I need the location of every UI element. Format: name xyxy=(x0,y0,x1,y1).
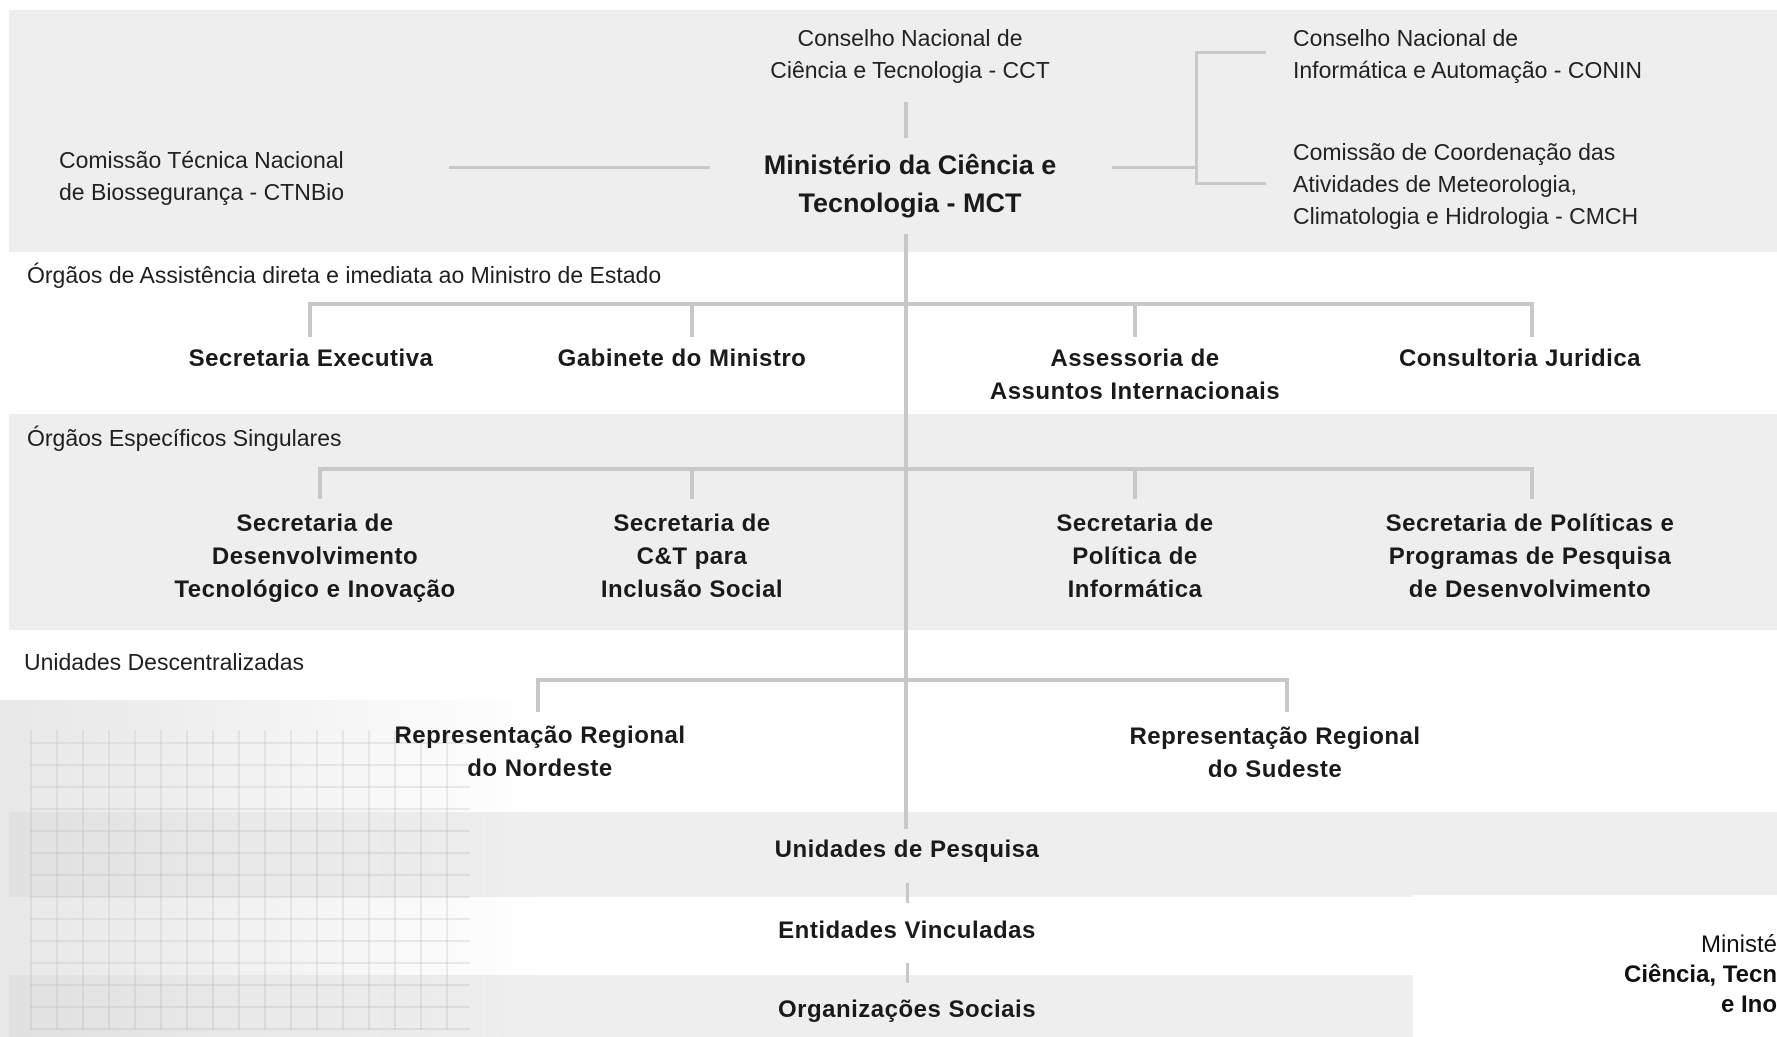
conin-line-1: Conselho Nacional de xyxy=(1293,25,1519,51)
node-setec: Secretaria de Desenvolvimento Tecnológic… xyxy=(120,507,510,606)
especificos-drop-3 xyxy=(1133,467,1137,499)
assistencia-drop-4 xyxy=(1530,302,1534,337)
secretaria-executiva-label: Secretaria Executiva xyxy=(188,345,434,372)
entidades-organizacoes-connector xyxy=(906,963,909,983)
ctnbio-connector xyxy=(449,166,710,169)
descentralizadas-drop-2 xyxy=(1285,678,1289,712)
secis-line-2: C&T para xyxy=(636,543,748,570)
pesquisa-entidades-connector xyxy=(906,883,909,903)
logo-line-2: Ciência, Tecn xyxy=(1624,961,1777,988)
seped-line-3: de Desenvolvimento xyxy=(1408,576,1652,603)
logo-line-1: Ministé xyxy=(1700,931,1777,958)
especificos-band xyxy=(9,414,1777,630)
cmch-connector xyxy=(1195,182,1266,185)
consultoria-label: Consultoria Juridica xyxy=(1398,345,1642,372)
cct-node: Conselho Nacional de Ciência e Tecnologi… xyxy=(700,22,1120,86)
logo-panel xyxy=(1413,895,1777,1037)
descentralizadas-hbar xyxy=(536,678,1289,682)
node-consultoria-juridica: Consultoria Juridica xyxy=(1340,342,1700,375)
node-representacao-nordeste: Representação Regional do Nordeste xyxy=(320,719,760,785)
top-band xyxy=(9,10,1777,252)
node-secis: Secretaria de C&T para Inclusão Social xyxy=(512,507,872,606)
cct-connector xyxy=(904,102,908,138)
mct-right-connector xyxy=(1112,166,1196,169)
section-label-especificos: Órgãos Específicos Singulares xyxy=(27,425,342,451)
section-label-assistencia: Órgãos de Assistência direta e imediata … xyxy=(27,262,662,288)
building-photo-background xyxy=(0,700,540,1037)
setec-line-2: Desenvolvimento xyxy=(211,543,419,570)
ctnbio-node: Comissão Técnica Nacional de Biosseguran… xyxy=(59,144,459,208)
ministry-logo-text: Ministé Ciência, Tecn e Ino xyxy=(1624,930,1777,1020)
assessoria-line-2: Assuntos Internacionais xyxy=(989,378,1281,405)
node-organizacoes-sociais: Organizações Sociais xyxy=(777,996,1037,1023)
seped-line-1: Secretaria de Políticas e xyxy=(1385,510,1675,537)
setec-line-1: Secretaria de xyxy=(236,510,394,537)
mct-node: Ministério da Ciência e Tecnologia - MCT xyxy=(700,146,1120,222)
gabinete-label: Gabinete do Ministro xyxy=(557,345,807,372)
right-bracket-vertical xyxy=(1195,51,1198,185)
node-representacao-sudeste: Representação Regional do Sudeste xyxy=(1055,720,1495,786)
especificos-drop-1 xyxy=(318,467,322,499)
mct-line-2: Tecnologia - MCT xyxy=(798,188,1022,218)
node-entidades-vinculadas: Entidades Vinculadas xyxy=(778,917,1036,944)
descentralizadas-drop-1 xyxy=(536,678,540,712)
nordeste-line-2: do Nordeste xyxy=(467,755,613,782)
ctnbio-line-2: de Biossegurança - CTNBio xyxy=(59,179,345,205)
sepin-line-3: Informática xyxy=(1067,576,1203,603)
conin-node: Conselho Nacional de Informática e Autom… xyxy=(1293,22,1763,86)
cmch-line-2: Atividades de Meteorologia, xyxy=(1293,171,1577,197)
assistencia-hbar xyxy=(308,302,1534,306)
cct-line-1: Conselho Nacional de xyxy=(797,25,1023,51)
cmch-node: Comissão de Coordenação das Atividades d… xyxy=(1293,136,1763,232)
section-label-descentralizadas: Unidades Descentralizadas xyxy=(24,649,304,675)
node-sepin: Secretaria de Política de Informática xyxy=(955,507,1315,606)
conin-connector xyxy=(1195,51,1266,54)
cmch-line-3: Climatologia e Hidrologia - CMCH xyxy=(1293,203,1639,229)
especificos-hbar xyxy=(318,467,1534,471)
conin-line-2: Informática e Automação - CONIN xyxy=(1293,57,1642,83)
node-assessoria-internacional: Assessoria de Assuntos Internacionais xyxy=(940,342,1330,408)
cct-line-2: Ciência e Tecnologia - CCT xyxy=(770,57,1050,83)
node-gabinete-ministro: Gabinete do Ministro xyxy=(502,342,862,375)
secis-line-1: Secretaria de xyxy=(613,510,771,537)
node-secretaria-executiva: Secretaria Executiva xyxy=(131,342,491,375)
assistencia-drop-2 xyxy=(690,302,694,337)
sepin-line-2: Política de xyxy=(1072,543,1198,570)
especificos-drop-4 xyxy=(1530,467,1534,499)
setec-line-3: Tecnológico e Inovação xyxy=(174,576,456,603)
mct-line-1: Ministério da Ciência e xyxy=(763,150,1057,180)
cmch-line-1: Comissão de Coordenação das xyxy=(1293,139,1616,165)
sepin-line-1: Secretaria de xyxy=(1056,510,1214,537)
node-unidades-pesquisa: Unidades de Pesquisa xyxy=(774,836,1040,863)
especificos-drop-2 xyxy=(690,467,694,499)
node-seped: Secretaria de Políticas e Programas de P… xyxy=(1330,507,1730,606)
ctnbio-line-1: Comissão Técnica Nacional xyxy=(59,147,344,173)
assistencia-drop-1 xyxy=(308,302,312,337)
sudeste-line-2: do Sudeste xyxy=(1207,756,1343,783)
sudeste-line-1: Representação Regional xyxy=(1129,723,1421,750)
nordeste-line-1: Representação Regional xyxy=(394,722,686,749)
seped-line-2: Programas de Pesquisa xyxy=(1388,543,1672,570)
trunk-line xyxy=(904,234,908,829)
assessoria-line-1: Assessoria de xyxy=(1050,345,1220,372)
logo-line-3: e Ino xyxy=(1720,991,1777,1018)
assistencia-drop-3 xyxy=(1133,302,1137,337)
secis-line-3: Inclusão Social xyxy=(600,576,784,603)
